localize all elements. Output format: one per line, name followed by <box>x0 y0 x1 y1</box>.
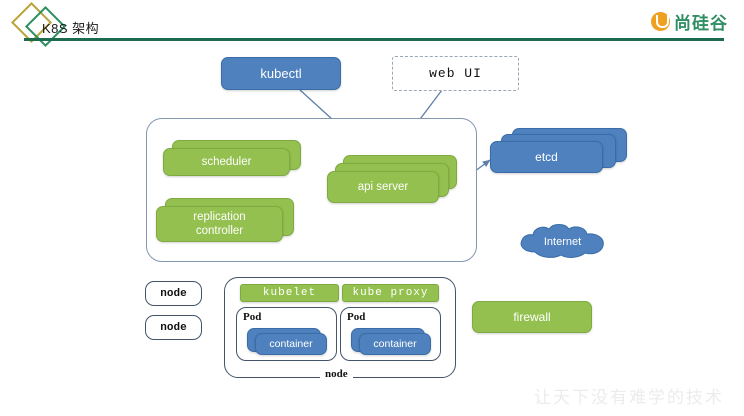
header-divider <box>24 38 724 41</box>
etcd-label: etcd <box>535 150 558 164</box>
etcd-box[interactable]: etcd <box>490 141 603 173</box>
etcd-stack[interactable]: etcd <box>490 128 627 176</box>
page-title: K8S 架构 <box>42 21 100 36</box>
kube-proxy-box[interactable]: kube proxy <box>342 284 439 302</box>
pod-label-right: Pod <box>347 311 366 323</box>
web-ui-label: web UI <box>429 66 482 81</box>
kubectl-box[interactable]: kubectl <box>221 57 341 90</box>
cloud-icon <box>520 224 604 258</box>
container-left-label: container <box>269 338 313 350</box>
container-box-left[interactable]: container <box>255 333 327 355</box>
node-button-2[interactable]: node <box>145 315 202 340</box>
rc-label-line1: replication <box>193 211 246 223</box>
slide-header: K8S 架构 尚硅谷 <box>0 0 744 48</box>
node-button-1[interactable]: node <box>145 281 202 306</box>
brand-name: 尚硅谷 <box>674 13 728 33</box>
container-right-label: container <box>373 338 417 350</box>
container-box-right[interactable]: container <box>359 333 431 355</box>
kube-proxy-label: kube proxy <box>352 287 429 299</box>
scheduler-box[interactable]: scheduler <box>163 148 290 176</box>
replication-controller-stack[interactable]: replication controller <box>156 198 294 244</box>
internet-cloud[interactable]: Internet <box>515 222 610 262</box>
scheduler-stack[interactable]: scheduler <box>163 140 301 178</box>
kubelet-box[interactable]: kubelet <box>240 284 339 302</box>
pod-label-left: Pod <box>243 311 262 323</box>
container-stack-right[interactable]: container <box>351 328 433 355</box>
firewall-label: firewall <box>513 310 551 324</box>
api-server-label: api server <box>357 181 409 193</box>
watermark-text: 让天下没有难学的技术 <box>534 388 724 407</box>
firewall-box[interactable]: firewall <box>472 301 592 333</box>
web-ui-box[interactable]: web UI <box>392 56 519 91</box>
rc-label-line2: controller <box>195 225 244 237</box>
node-panel-label: node <box>320 368 353 380</box>
scheduler-label: scheduler <box>201 156 252 168</box>
kubelet-label: kubelet <box>262 287 317 299</box>
u-circle-logo-icon <box>651 11 670 31</box>
kubectl-label: kubectl <box>260 66 302 81</box>
api-server-stack[interactable]: api server <box>327 155 457 211</box>
api-server-box[interactable]: api server <box>327 171 439 203</box>
node-button-2-label: node <box>160 321 187 334</box>
replication-controller-box[interactable]: replication controller <box>156 206 283 242</box>
brand-logo: 尚硅谷 <box>651 8 728 34</box>
container-stack-left[interactable]: container <box>247 328 329 355</box>
pod-box-right[interactable]: Pod container <box>340 307 441 361</box>
node-button-1-label: node <box>160 287 187 300</box>
pod-box-left[interactable]: Pod container <box>236 307 337 361</box>
